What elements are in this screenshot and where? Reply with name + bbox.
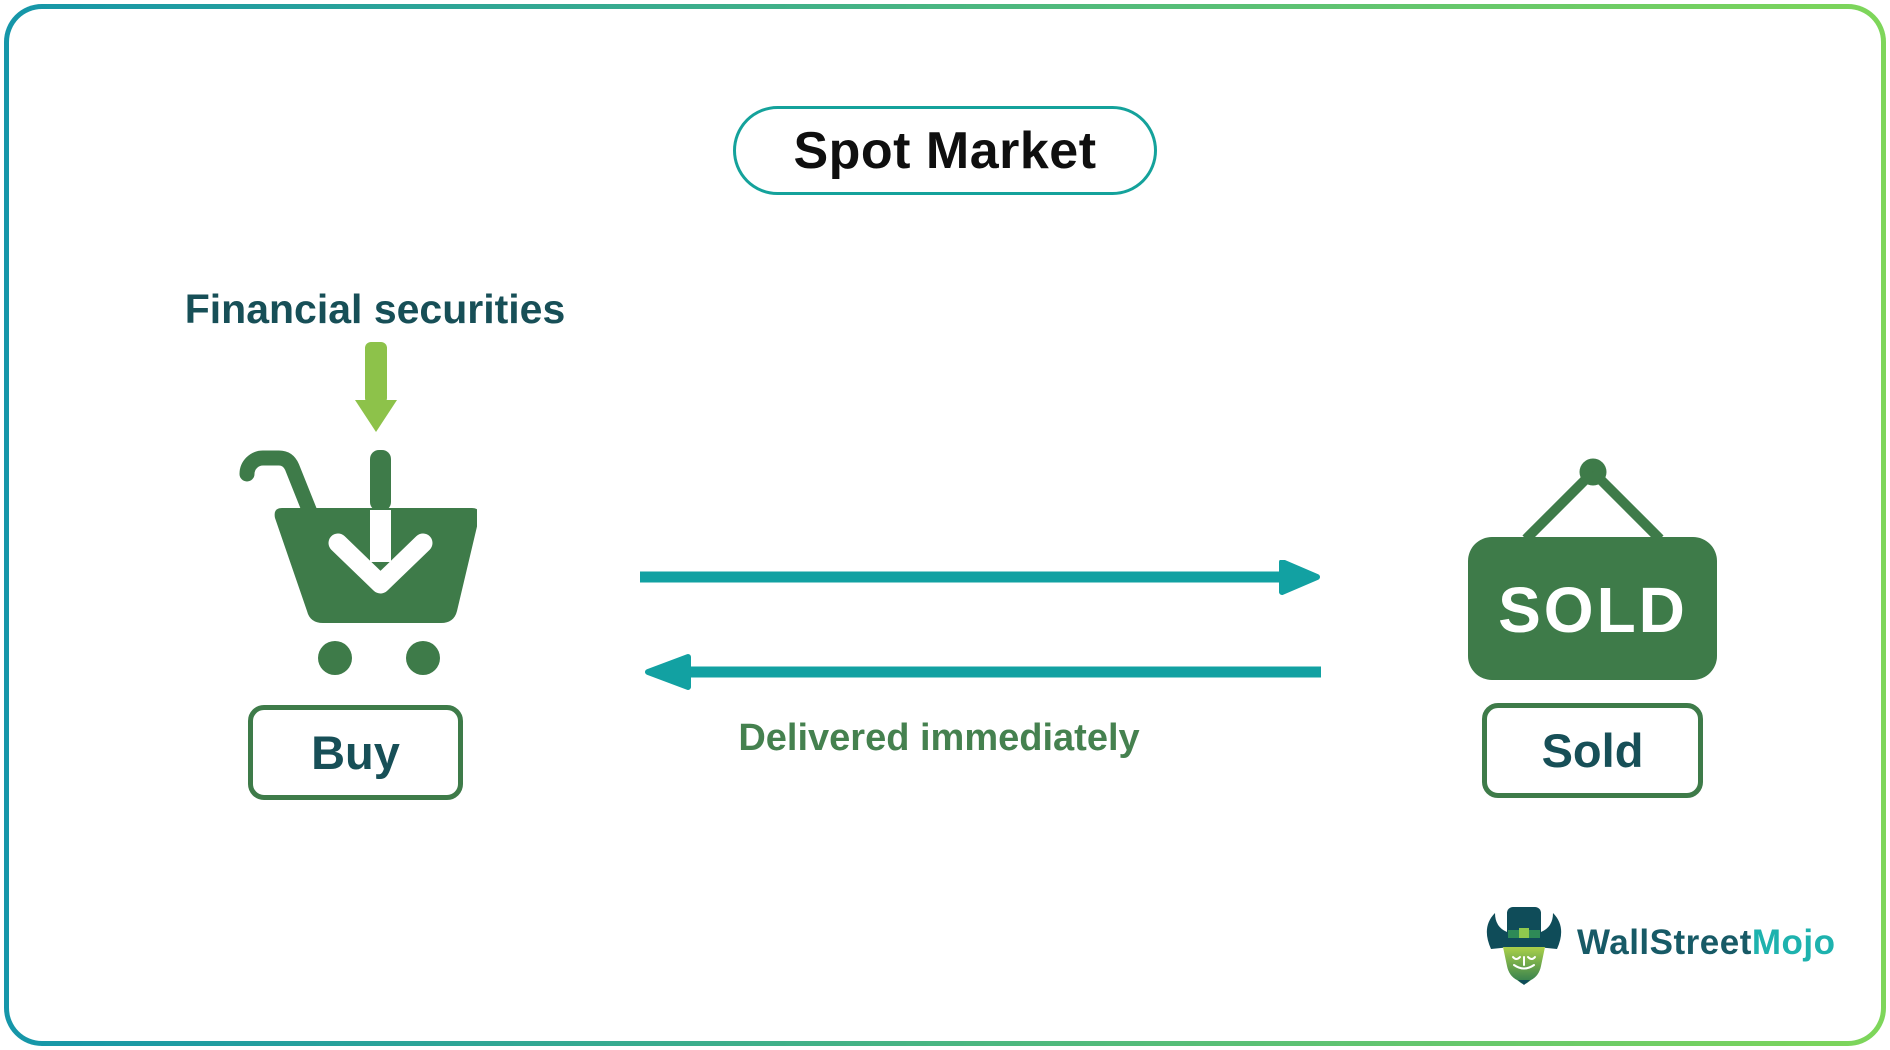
exchange-arrows: [640, 560, 1321, 690]
left-arrow-icon: [645, 654, 1321, 690]
wallstreetmojo-logo: WallStreetMojo: [1483, 901, 1836, 985]
green-down-arrow-icon: [355, 342, 397, 432]
diagram-title-pill: Spot Market: [733, 106, 1157, 195]
wordmark-wallstreet: WallStreet: [1577, 923, 1752, 962]
sold-box: Sold: [1482, 703, 1703, 798]
buy-box-label: Buy: [311, 726, 400, 779]
sold-hanging-sign-icon: SOLD: [1468, 458, 1717, 680]
wallstreetmojo-wordmark: WallStreetMojo: [1577, 923, 1836, 963]
wallstreetmojo-bull-icon: [1486, 907, 1562, 985]
delivered-immediately-label: Delivered immediately: [738, 717, 1140, 759]
right-arrow-icon: [640, 560, 1320, 595]
buy-box: Buy: [248, 705, 463, 800]
financial-securities-label: Financial securities: [184, 286, 566, 332]
wordmark-mojo: Mojo: [1751, 923, 1836, 962]
sold-box-label: Sold: [1541, 724, 1644, 777]
diagram-title: Spot Market: [793, 121, 1097, 180]
sold-sign-text: SOLD: [1498, 574, 1688, 646]
shopping-cart-download-icon: [239, 450, 477, 675]
